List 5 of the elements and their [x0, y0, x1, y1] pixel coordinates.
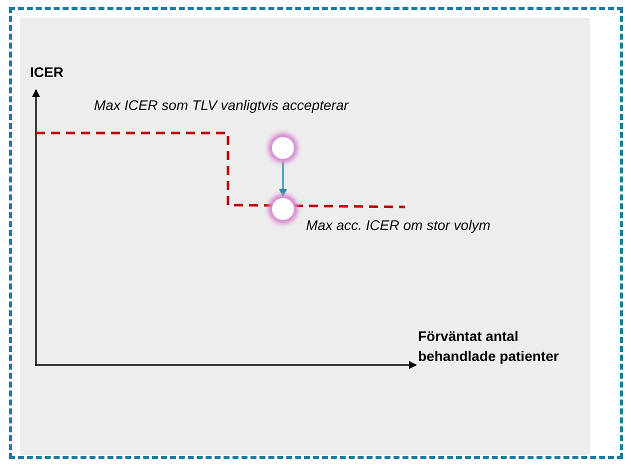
arrow: [279, 161, 287, 197]
axis-title: ICER: [30, 63, 64, 82]
axis-title: Förväntat antal behandlade patienter: [418, 327, 560, 366]
annotation-text: Max acc. ICER om stor volym: [306, 217, 490, 233]
annotation-text: Max ICER som TLV vanligtvis accepterar: [94, 97, 348, 113]
